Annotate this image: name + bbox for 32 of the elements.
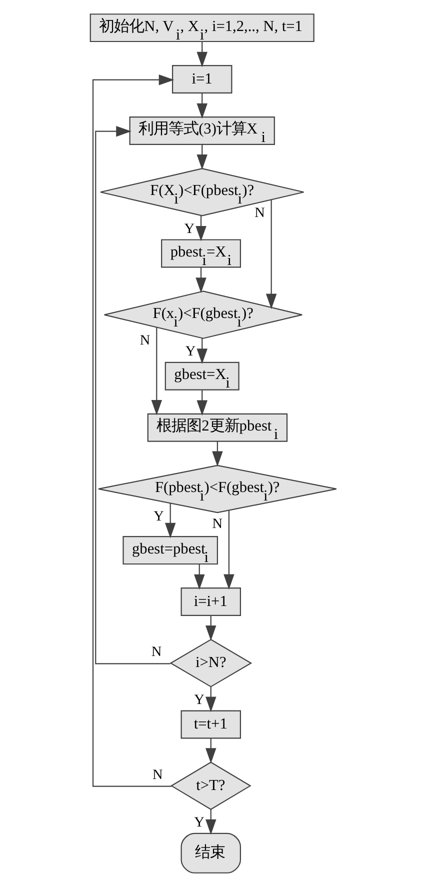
arrow (151, 326, 162, 415)
arrow (206, 738, 216, 763)
node-diamond: t>T? (170, 761, 252, 810)
node-diamond: i>N? (170, 638, 252, 687)
arrow (206, 808, 216, 834)
edge-label: Y (185, 342, 196, 359)
arrow (196, 41, 208, 67)
node-box: i=1 (172, 64, 232, 94)
arrow (266, 199, 277, 309)
arrow (212, 441, 223, 466)
node-box: i=i+1 (180, 587, 241, 616)
edge-label: N (151, 644, 162, 660)
arrow (196, 266, 206, 292)
edge-label: N (152, 766, 163, 782)
arrow (196, 390, 208, 416)
edge-label: Y (184, 220, 195, 236)
node-box: t=t+1 (180, 710, 241, 738)
arrow (92, 74, 174, 786)
node-box: 结束 (180, 832, 241, 873)
arrow (196, 92, 208, 118)
arrow (196, 144, 208, 170)
edge-label: Y (194, 814, 204, 830)
arrow (196, 215, 206, 241)
edge-label: N (212, 515, 222, 532)
arrow (194, 564, 205, 590)
arrow (206, 615, 216, 640)
edge-label: Y (194, 692, 204, 708)
arrow (95, 125, 170, 664)
arrow (224, 510, 234, 590)
arrow (206, 686, 216, 712)
arrow (196, 338, 208, 364)
arrow (164, 502, 176, 538)
